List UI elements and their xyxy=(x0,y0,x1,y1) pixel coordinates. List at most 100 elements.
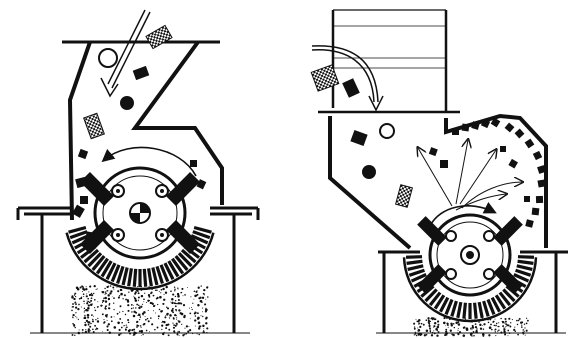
dust-particle xyxy=(86,295,88,297)
dust-particle xyxy=(122,311,123,312)
dust-particle xyxy=(164,332,165,333)
dust-particle xyxy=(78,319,79,320)
grate-bar xyxy=(406,257,422,258)
dust-particle xyxy=(484,318,485,319)
dust-particle xyxy=(451,334,452,335)
dust-particle xyxy=(110,290,112,292)
dust-particle xyxy=(169,314,172,317)
breaker-tooth xyxy=(536,196,543,203)
dust-particle xyxy=(505,318,507,320)
dust-particle xyxy=(434,318,436,320)
dust-particle xyxy=(504,323,505,324)
dust-particle xyxy=(127,304,129,306)
dust-particle xyxy=(488,334,490,336)
breaker-tooth xyxy=(537,179,545,187)
dust-particle xyxy=(180,312,182,314)
dust-particle xyxy=(526,330,528,332)
dust-particle xyxy=(205,299,206,300)
dust-particle xyxy=(159,333,160,334)
dust-particle xyxy=(129,333,131,335)
dust-particle xyxy=(483,335,485,337)
dust-particle xyxy=(173,318,175,320)
dust-particle xyxy=(125,328,126,329)
dust-particle xyxy=(503,327,504,328)
dust-particle xyxy=(122,298,123,299)
dust-particle xyxy=(87,301,88,302)
dust-particle xyxy=(92,319,93,320)
dust-particle xyxy=(177,288,178,289)
dust-particle xyxy=(141,327,142,328)
dust-particle xyxy=(421,323,423,325)
dust-particle xyxy=(80,286,82,288)
dust-particle xyxy=(189,308,190,309)
dust-particle xyxy=(111,320,113,322)
dust-particle xyxy=(202,308,203,309)
dust-particle xyxy=(159,291,160,292)
dust-particle xyxy=(186,333,188,335)
dust-particle xyxy=(108,304,110,306)
dust-particle xyxy=(185,295,186,296)
dust-particle xyxy=(525,335,526,336)
dust-particle xyxy=(90,300,92,302)
dust-particle xyxy=(199,325,201,327)
dust-particle xyxy=(105,306,106,307)
dust-particle xyxy=(492,321,494,323)
dust-particle xyxy=(429,329,430,330)
dust-particle xyxy=(105,300,107,302)
dust-particle xyxy=(198,327,200,329)
dust-particle xyxy=(494,325,496,327)
dust-particle xyxy=(137,286,138,287)
dust-particle xyxy=(77,288,80,291)
dust-particle xyxy=(443,317,445,319)
dust-particle xyxy=(163,299,165,301)
dust-particle xyxy=(174,289,176,291)
dust-particle xyxy=(190,296,191,297)
dust-particle xyxy=(517,334,519,336)
dust-particle xyxy=(507,330,509,332)
dust-particle xyxy=(95,319,96,320)
dust-particle xyxy=(94,299,96,301)
dust-particle xyxy=(200,300,202,302)
dust-particle xyxy=(156,290,158,292)
dust-particle xyxy=(204,303,206,305)
left-material-checker-block-2 xyxy=(84,113,105,138)
right-breaker-plate xyxy=(452,118,546,228)
dust-particle xyxy=(157,327,159,329)
dust-particle xyxy=(104,321,106,323)
dust-particle xyxy=(178,302,180,304)
dust-particle xyxy=(111,316,113,318)
dust-particle xyxy=(437,330,438,331)
dust-particle xyxy=(105,293,107,295)
dust-particle xyxy=(162,333,164,335)
dust-particle xyxy=(197,333,198,334)
dust-particle xyxy=(90,330,91,331)
dust-particle xyxy=(454,327,455,328)
dust-particle xyxy=(144,293,145,294)
dust-particle xyxy=(429,326,430,327)
dust-particle xyxy=(526,318,527,319)
dust-particle xyxy=(197,304,199,306)
dust-particle xyxy=(75,312,76,313)
dust-particle xyxy=(83,301,85,303)
dust-particle xyxy=(139,330,141,332)
dust-particle xyxy=(203,328,204,329)
dust-particle xyxy=(195,291,197,293)
dust-particle xyxy=(435,328,438,331)
grate-bar xyxy=(479,302,482,318)
grate-bar xyxy=(458,302,461,318)
dust-particle xyxy=(495,319,496,320)
dust-particle xyxy=(430,321,431,322)
dust-particle xyxy=(72,306,73,307)
dust-particle xyxy=(527,320,529,322)
dust-particle xyxy=(173,330,175,332)
dust-particle xyxy=(102,331,103,332)
dust-particle xyxy=(124,286,125,287)
dust-particle xyxy=(183,304,185,306)
dust-particle xyxy=(184,328,185,329)
dust-particle xyxy=(476,330,478,332)
dust-particle xyxy=(75,296,76,297)
dust-particle xyxy=(505,327,506,328)
dust-particle xyxy=(136,324,137,325)
dust-particle xyxy=(176,303,177,304)
dust-particle xyxy=(81,307,82,308)
